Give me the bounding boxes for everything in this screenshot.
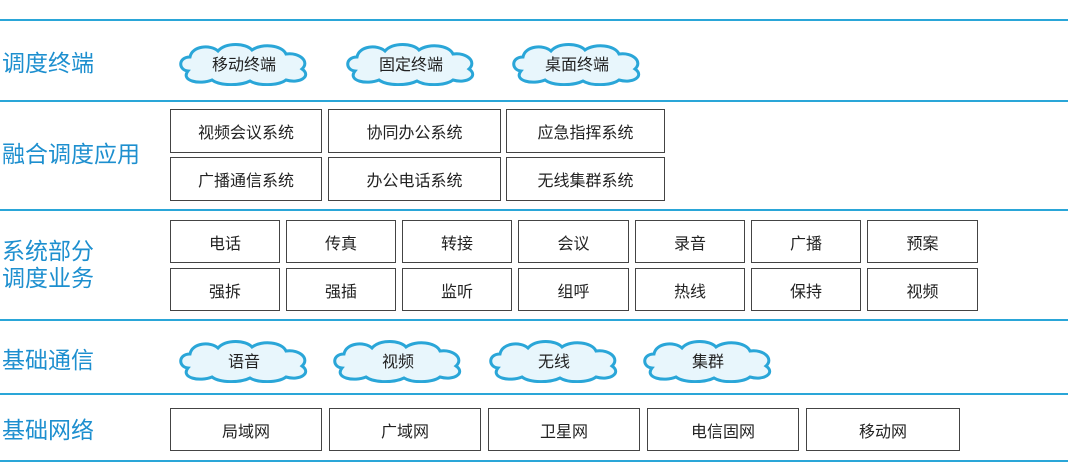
cloud-node: 移动终端 (174, 40, 314, 86)
network-box: 移动网 (806, 408, 960, 451)
cloud-node: 集群 (638, 337, 778, 383)
service-box: 传真 (286, 220, 396, 263)
service-box: 广播 (751, 220, 861, 263)
cloud-label: 视频 (381, 352, 414, 371)
separator-line (0, 100, 1068, 102)
application-box: 办公电话系统 (328, 157, 501, 201)
network-box: 电信固网 (647, 408, 799, 451)
network-box: 局域网 (170, 408, 322, 451)
cloud-label: 无线 (537, 352, 570, 371)
service-box: 会议 (518, 220, 629, 263)
cloud-node: 无线 (484, 337, 624, 383)
cloud-label: 移动终端 (211, 55, 276, 74)
layer-label-services-line2: 调度业务 (2, 266, 94, 292)
service-box: 录音 (635, 220, 745, 263)
service-box: 热线 (635, 268, 745, 311)
service-box: 保持 (751, 268, 861, 311)
layer-label-services-line1: 系统部分 (2, 239, 94, 265)
cloud-node: 语音 (174, 337, 314, 383)
separator-line (0, 460, 1068, 462)
service-box: 视频 (867, 268, 978, 311)
application-box: 无线集群系统 (506, 157, 665, 201)
separator-line (0, 209, 1068, 211)
service-box: 预案 (867, 220, 978, 263)
service-box: 强拆 (170, 268, 280, 311)
network-box: 广域网 (329, 408, 481, 451)
cloud-label: 语音 (227, 352, 260, 371)
separator-line (0, 319, 1068, 321)
application-box: 应急指挥系统 (506, 109, 665, 153)
network-box: 卫星网 (488, 408, 640, 451)
cloud-node: 视频 (328, 337, 468, 383)
separator-line (0, 19, 1068, 21)
service-box: 组呼 (518, 268, 629, 311)
service-box: 监听 (402, 268, 512, 311)
application-box: 视频会议系统 (170, 109, 322, 153)
cloud-label: 集群 (691, 352, 724, 371)
service-box: 转接 (402, 220, 512, 263)
layer-label-communication: 基础通信 (2, 348, 94, 374)
cloud-label: 固定终端 (378, 55, 443, 74)
application-box: 协同办公系统 (328, 109, 501, 153)
cloud-node: 固定终端 (341, 40, 481, 86)
application-box: 广播通信系统 (170, 157, 322, 201)
service-box: 电话 (170, 220, 280, 263)
cloud-label: 桌面终端 (544, 55, 609, 74)
layer-label-network: 基础网络 (2, 418, 94, 444)
cloud-node: 桌面终端 (507, 40, 647, 86)
separator-line (0, 393, 1068, 395)
layer-label-application: 融合调度应用 (2, 142, 140, 168)
service-box: 强插 (286, 268, 396, 311)
layer-label-terminal: 调度终端 (2, 51, 94, 77)
